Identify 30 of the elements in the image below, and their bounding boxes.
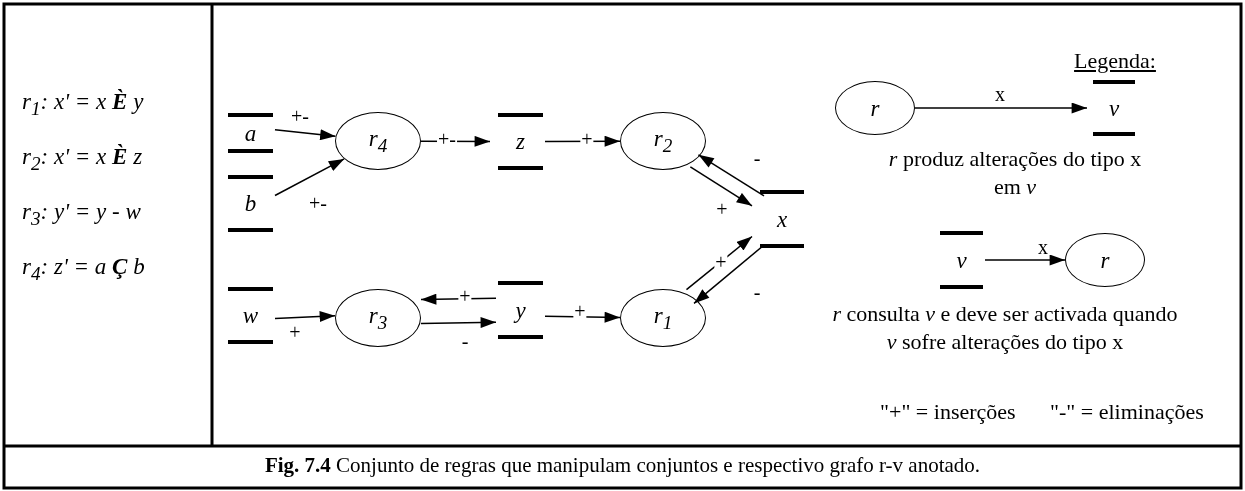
variable-bars: w	[228, 287, 273, 344]
arrow	[544, 135, 621, 147]
variable-bars: b	[228, 175, 273, 232]
arrow	[914, 102, 1088, 114]
rule-formula: r$_{2}$: x' = x È z	[22, 143, 144, 176]
arrow	[984, 254, 1066, 266]
variable-bars: y	[498, 281, 543, 339]
legend-note: "+" = inserções	[880, 398, 1017, 426]
arrow	[274, 311, 336, 322]
arrow	[274, 128, 337, 141]
variable-bars: v	[940, 231, 983, 289]
legend-title: Legenda:	[1073, 47, 1157, 75]
arrow	[689, 166, 753, 207]
rule-formula: r$_{3}$: y' = y - w	[22, 198, 142, 231]
arrow	[697, 154, 765, 197]
edge-label: +	[714, 252, 728, 272]
arrow	[274, 158, 345, 197]
arrow	[420, 293, 497, 305]
legend-note: r produz alterações do tipo x em v	[887, 145, 1143, 200]
arrow	[685, 235, 753, 291]
variable-bars: x	[760, 190, 804, 248]
figure-caption: Fig. 7.4 Conjunto de regras que manipulam conjuntos e respectivo grafo r-v anotado.	[263, 453, 982, 478]
variable-bars: a	[228, 113, 273, 153]
variable-bars: z	[498, 113, 543, 170]
rule-formula: r$_{4}$: z' = a Ç b	[22, 253, 146, 286]
legend-note: "-" = eliminações	[1050, 398, 1205, 426]
variable-bars: v	[1093, 80, 1135, 136]
rule-formula: r$_{1}$: x' = x È y	[22, 88, 145, 121]
arrow	[544, 311, 621, 323]
arrow	[420, 317, 497, 329]
